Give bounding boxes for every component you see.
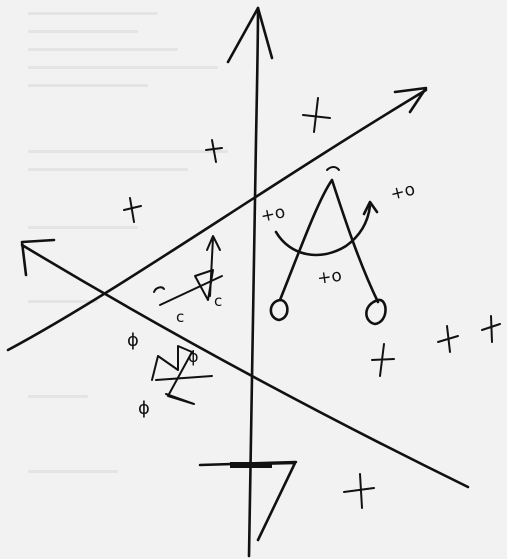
zigzag-figure	[151, 345, 213, 405]
ghost-line	[28, 30, 138, 33]
ghost-line	[28, 84, 148, 87]
ghost-line	[28, 226, 138, 229]
ghost-line	[28, 168, 188, 171]
vertical-axis-arrow	[226, 6, 274, 558]
c-label-right: c	[214, 292, 222, 310]
ghost-line	[28, 300, 98, 303]
plus-mark	[371, 343, 395, 377]
phi-label-top: ϕ	[127, 330, 139, 351]
plus-mark	[481, 315, 501, 343]
ghost-line	[28, 470, 118, 473]
ghost-line	[28, 48, 178, 51]
plus-mark	[343, 473, 375, 509]
to-label-right: +o	[388, 179, 417, 204]
a-figure	[269, 166, 387, 326]
bottom-triangle-figure	[198, 460, 298, 542]
to-label-middle: +o	[316, 266, 343, 289]
falling-axis-arrow	[20, 238, 470, 489]
plus-mark	[302, 97, 331, 133]
plus-mark	[437, 325, 459, 353]
plus-mark	[205, 139, 223, 163]
plus-mark	[123, 197, 142, 223]
small-triangle-figure	[153, 235, 223, 306]
phi-label-bottom: ϕ	[138, 398, 150, 419]
ghost-line	[28, 66, 218, 69]
rising-axis-arrow	[6, 86, 428, 352]
ghost-line	[28, 12, 158, 15]
ghost-line	[28, 150, 228, 153]
c-label-left: c	[176, 308, 184, 326]
ghost-line	[28, 395, 88, 398]
to-label-left: +o	[259, 202, 287, 227]
phi-label-mid: ϕ	[188, 347, 199, 366]
